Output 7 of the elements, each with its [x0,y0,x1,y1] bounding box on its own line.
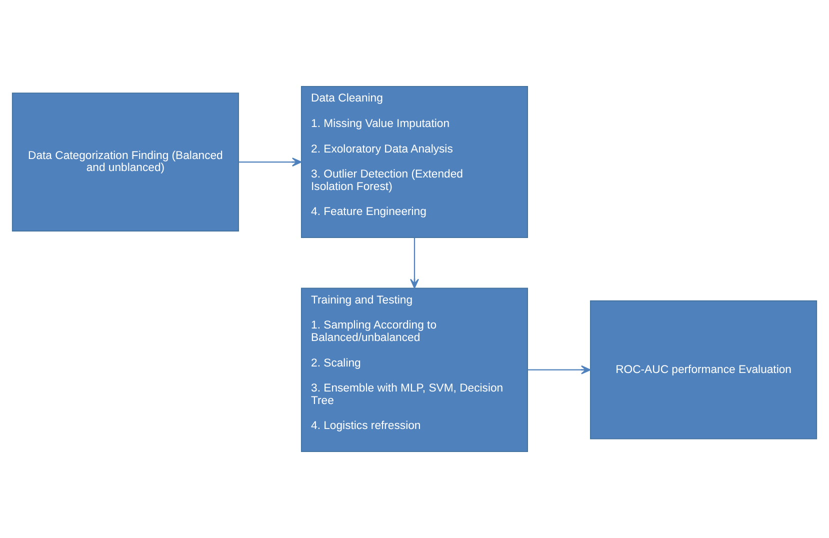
arrow [238,158,302,167]
node-box: Training and Testing 1. Sampling According to Balanced/unbalanced 2. Scaling 3. Ensemble with MLP, SVM, Decision Tree 4. Logistics refression [300,288,528,452]
node-box: Data Categorization Finding (Balanced and unblanced) [12,92,239,232]
arrow [528,365,591,374]
node-box: ROC-AUC performance Evaluation [590,300,818,440]
node-box: Data Cleaning 1. Missing Value Imputation 2. Exoloratory Data Analysis 3. Outlier Detection (Extended Isolation Forest) 4. Feature Engineering [300,86,528,238]
arrow [410,238,419,288]
